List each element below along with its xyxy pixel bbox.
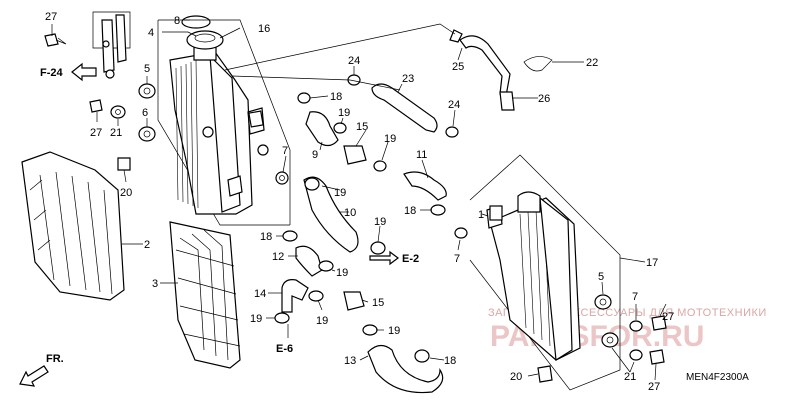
top-left-bracket <box>44 11 131 79</box>
callout-13: 13 <box>344 355 356 367</box>
diagram-code: MEN4F2300A <box>686 372 749 383</box>
callout-12: 12 <box>272 251 284 263</box>
callout-27: 27 <box>45 11 57 23</box>
leader-lines <box>51 19 667 381</box>
reference-arrows <box>19 62 399 387</box>
center-hoses <box>281 83 447 394</box>
callout-9: 9 <box>312 149 318 161</box>
callout-19: 19 <box>388 325 400 337</box>
callout-10: 10 <box>344 207 356 219</box>
callout-25: 25 <box>452 61 464 73</box>
callout-24: 24 <box>348 55 360 67</box>
callout-11: 11 <box>416 149 427 161</box>
left-grille <box>169 221 241 369</box>
callout-21: 21 <box>110 127 122 139</box>
callout-6: 6 <box>142 107 148 119</box>
callout-5: 5 <box>144 63 150 75</box>
callout-27: 27 <box>648 381 660 393</box>
callout-1: 1 <box>478 209 484 221</box>
callout-19: 19 <box>384 133 396 145</box>
ref-e2: E-2 <box>402 253 419 265</box>
left-radiator <box>157 15 291 226</box>
callout-18: 18 <box>260 231 272 243</box>
callout-4: 4 <box>148 27 154 39</box>
callout-24: 24 <box>448 99 460 111</box>
callout-3: 3 <box>152 278 158 290</box>
callout-19: 19 <box>338 107 350 119</box>
callout-20: 20 <box>120 187 132 199</box>
hose-clamps <box>274 74 459 363</box>
callout-18: 18 <box>330 91 342 103</box>
callout-18: 18 <box>444 355 456 367</box>
callout-15: 15 <box>372 297 384 309</box>
left-grommets <box>89 83 156 171</box>
callout-19: 19 <box>334 187 346 199</box>
callout-numbers: 27 8 4 16 5 6 27 21 20 2 3 24 18 19 9 15… <box>45 11 674 393</box>
left-shroud <box>21 151 125 301</box>
callout-19: 19 <box>374 216 386 228</box>
callout-27: 27 <box>90 127 102 139</box>
callout-7: 7 <box>454 253 460 265</box>
callout-27: 27 <box>662 311 674 323</box>
callout-17: 17 <box>646 257 658 269</box>
callout-2: 2 <box>144 239 150 251</box>
callout-18: 18 <box>404 205 416 217</box>
callout-8: 8 <box>174 15 180 27</box>
direction-label: FR. <box>46 353 64 365</box>
callout-21: 21 <box>624 371 636 383</box>
callout-19: 19 <box>250 313 262 325</box>
callout-7: 7 <box>282 145 288 157</box>
callout-14: 14 <box>254 288 266 300</box>
right-radiator <box>454 154 667 391</box>
ref-e6: E-6 <box>276 343 293 355</box>
callout-19: 19 <box>316 315 328 327</box>
callout-19: 19 <box>336 267 348 279</box>
callout-16: 16 <box>258 23 270 35</box>
callout-23: 23 <box>402 73 414 85</box>
callout-1-boxes: 1 <box>248 110 503 221</box>
callout-7: 7 <box>632 291 638 303</box>
callout-20: 20 <box>510 371 522 383</box>
ref-f24: F-24 <box>40 67 64 79</box>
callout-5: 5 <box>598 271 604 283</box>
overflow-tube <box>449 29 553 111</box>
callout-15: 15 <box>356 121 368 133</box>
callout-26: 26 <box>538 93 550 105</box>
callout-22: 22 <box>586 57 598 69</box>
